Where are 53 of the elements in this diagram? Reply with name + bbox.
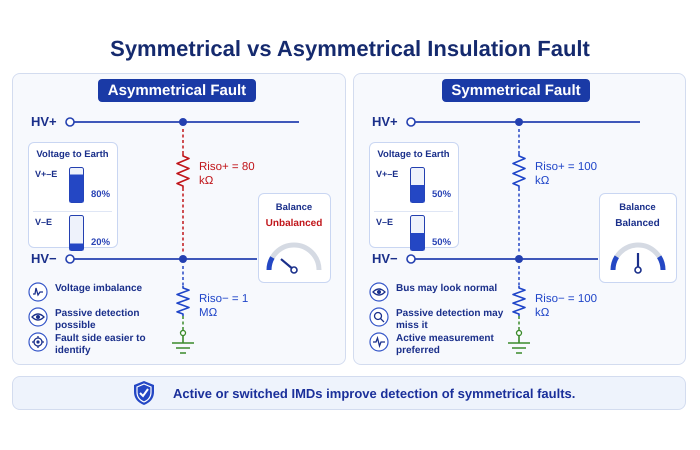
wire xyxy=(518,129,520,154)
meter-card xyxy=(369,142,459,248)
panel xyxy=(12,73,346,365)
card-title: Voltage to Earth xyxy=(376,149,451,160)
wire xyxy=(518,316,520,330)
feature-text: Fault side easier to identify xyxy=(55,333,147,356)
feature-text: Active measurement preferred xyxy=(396,333,495,356)
wire xyxy=(182,188,184,252)
feature-text: Passive detection possible xyxy=(55,308,140,331)
card-title: Voltage to Earth xyxy=(35,149,110,160)
wire xyxy=(518,188,520,252)
terminal-label: HV− xyxy=(372,252,398,266)
row-label: V–E xyxy=(35,217,52,227)
gauge-card xyxy=(599,193,677,283)
panel-title: Asymmetrical Fault xyxy=(98,79,256,102)
wire xyxy=(182,129,184,154)
terminal-label: HV+ xyxy=(372,115,398,129)
panel xyxy=(353,73,686,365)
status-text: Unbalanced xyxy=(264,218,324,229)
wire xyxy=(518,266,520,286)
resistor-value: Riso+ = 80 kΩ xyxy=(199,160,256,188)
feature-text: Passive detection may miss it xyxy=(396,308,504,331)
wire xyxy=(182,316,184,330)
resistor-symbol xyxy=(176,286,190,316)
ground-symbol xyxy=(171,330,195,356)
row-label: V–E xyxy=(376,217,394,227)
percent-value: 80% xyxy=(91,189,110,200)
resistor-value: Riso− = 1 MΩ xyxy=(199,292,250,320)
percent-value: 50% xyxy=(432,237,452,248)
banner xyxy=(12,376,686,410)
note-text: Active or switched IMDs improve detection of symmetrical faults. xyxy=(173,386,576,401)
resistor-symbol xyxy=(176,154,190,188)
resistor-symbol xyxy=(512,154,526,188)
gauge-card xyxy=(258,193,331,283)
meter-card xyxy=(28,142,118,248)
resistor-symbol xyxy=(512,286,526,316)
card-title: Balance xyxy=(274,202,314,213)
resistor-value: Riso+ = 100 kΩ xyxy=(535,160,597,188)
feature-text: Voltage imbalance xyxy=(55,283,144,294)
card-title: Balance xyxy=(618,202,657,213)
panel-title: Symmetrical Fault xyxy=(442,79,590,102)
row-label: V+–E xyxy=(376,169,398,179)
wire xyxy=(182,266,184,286)
feature-text: Bus may look normal xyxy=(396,283,498,294)
percent-value: 20% xyxy=(91,237,110,248)
status-text: Balanced xyxy=(614,218,661,229)
row-label: V+–E xyxy=(35,169,58,179)
title: Symmetrical vs Asymmetrical Insulation Fault xyxy=(109,36,591,62)
percent-value: 50% xyxy=(432,189,452,200)
terminal-label: HV+ xyxy=(31,115,57,129)
terminal-label: HV− xyxy=(31,252,57,266)
ground-symbol xyxy=(507,330,531,356)
resistor-value: Riso− = 100 kΩ xyxy=(535,292,597,320)
